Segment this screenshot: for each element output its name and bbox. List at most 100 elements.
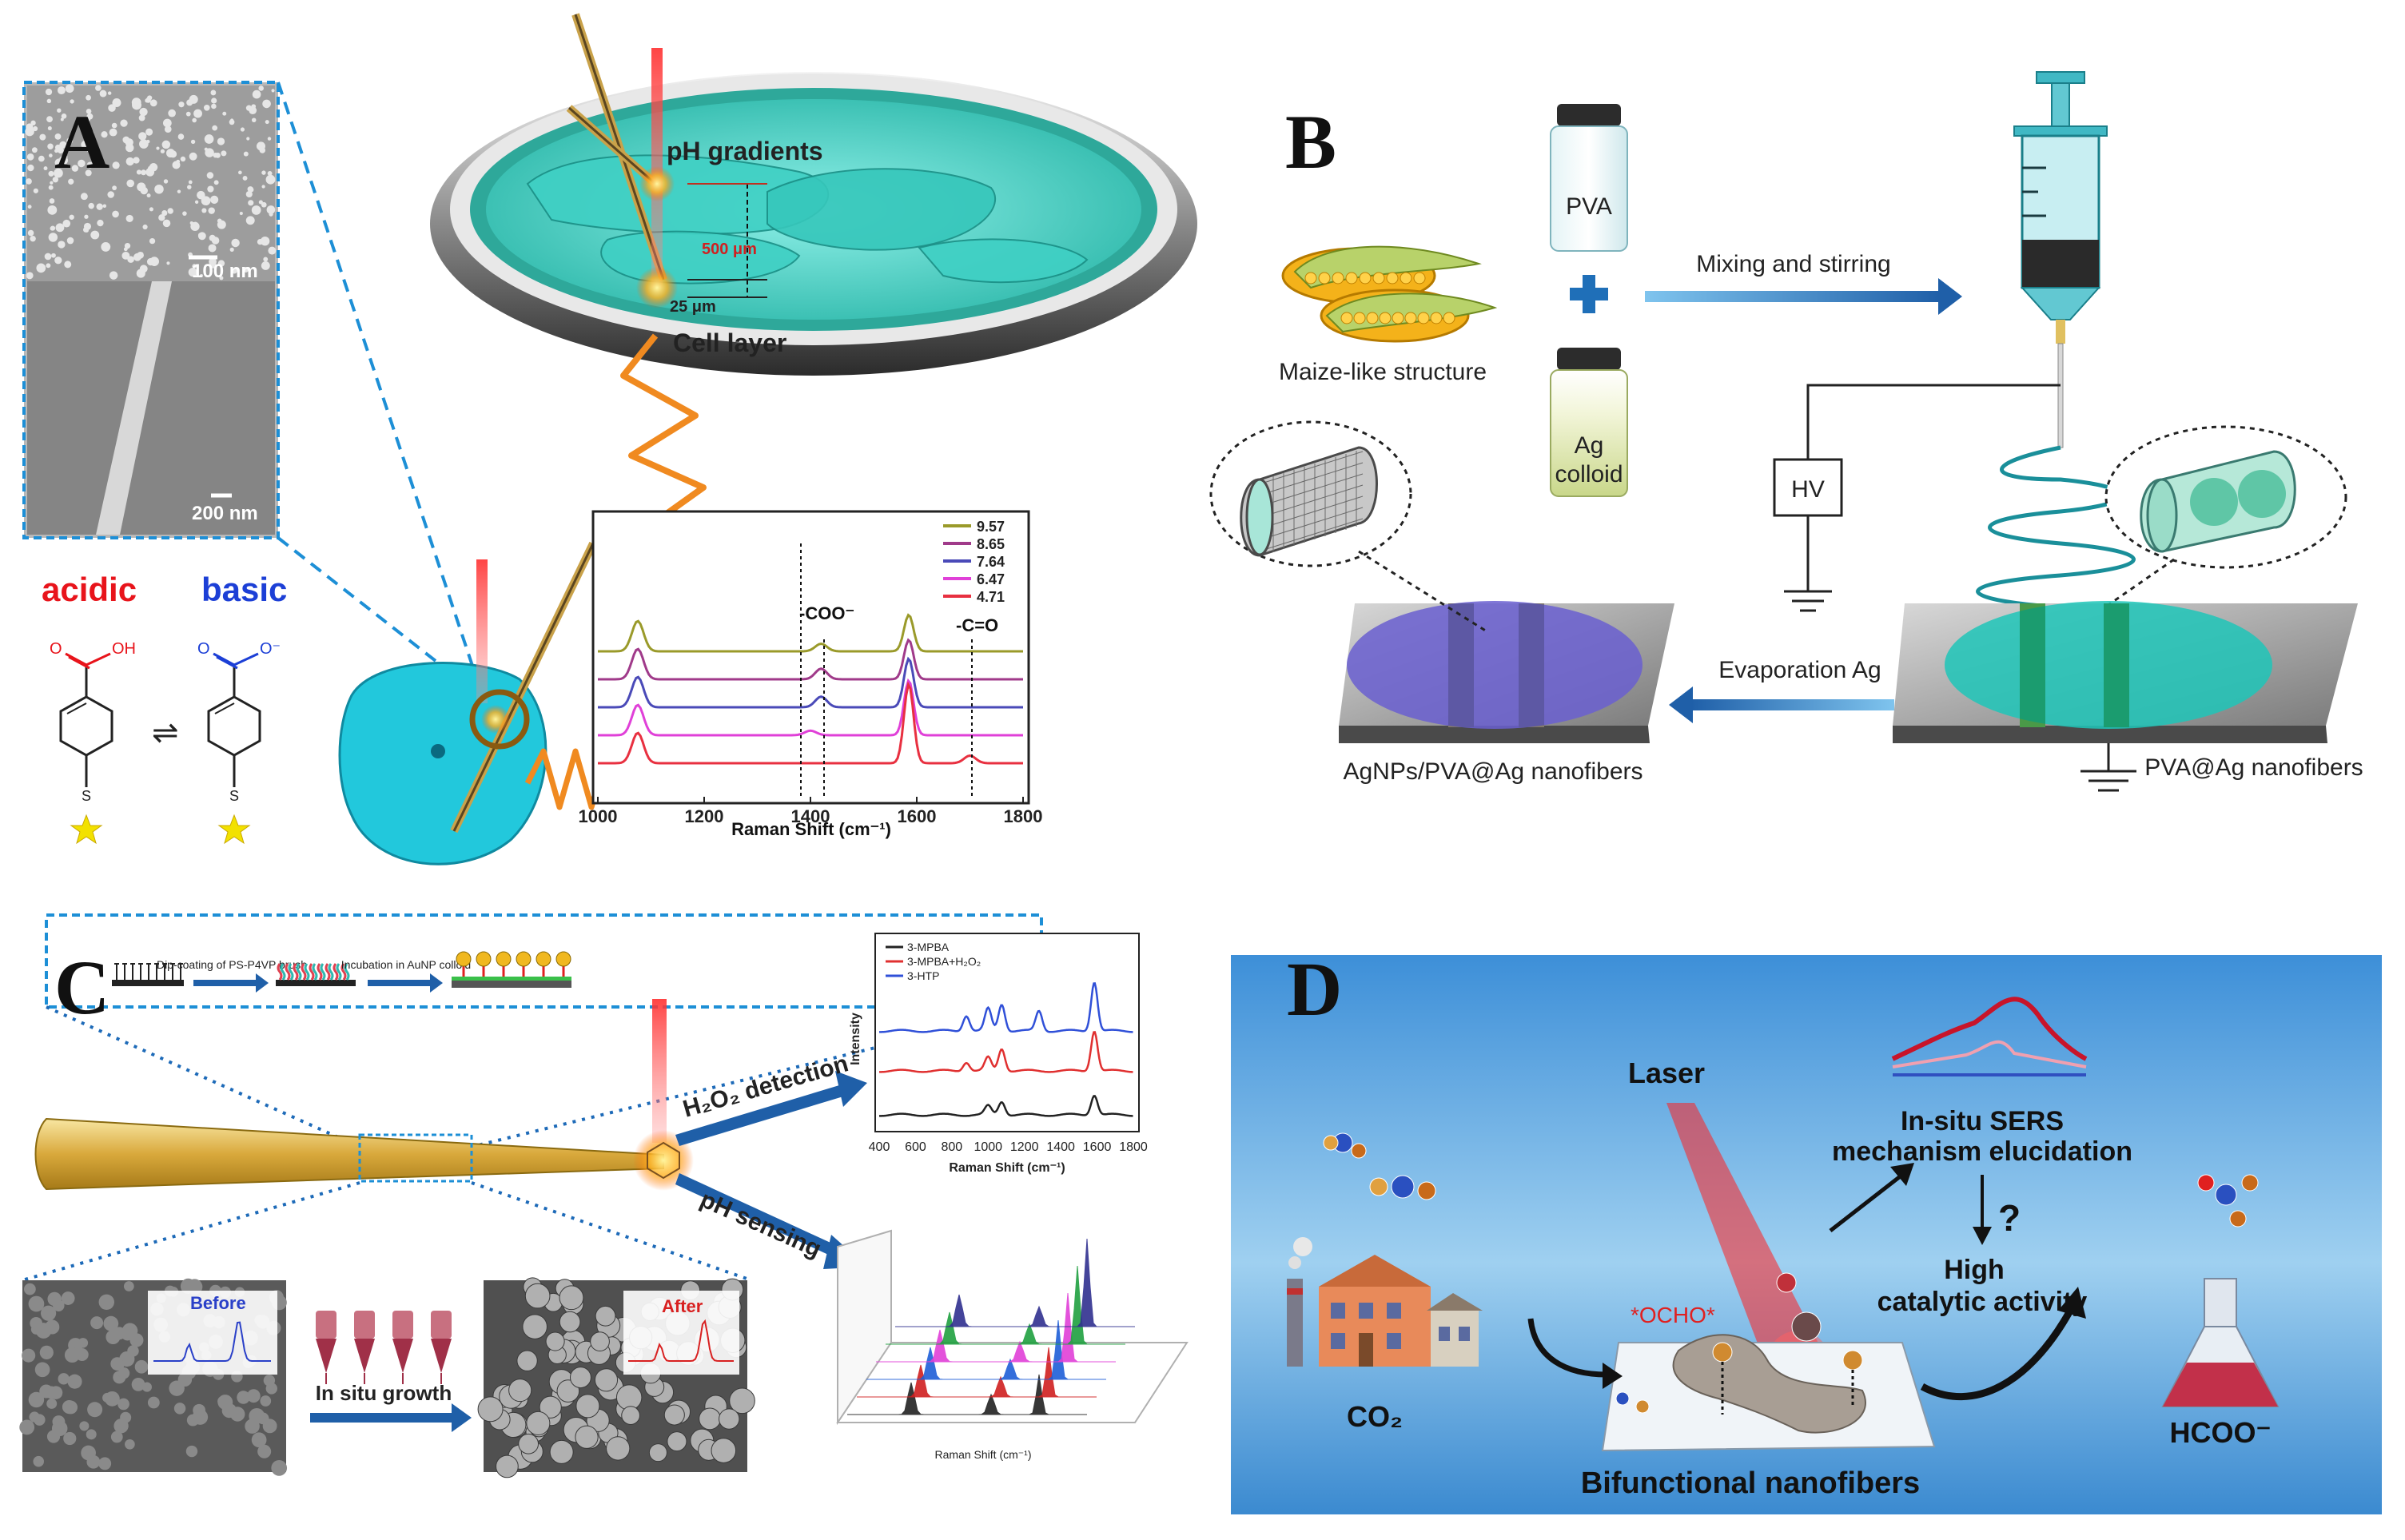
- right-collector: [1893, 601, 2358, 792]
- x-tick-label: 1000: [579, 806, 618, 826]
- x-tick-label: 1800: [1119, 1140, 1148, 1154]
- waterfall-plot: Raman Shift (cm⁻¹): [836, 1229, 1189, 1461]
- left-product-label: AgNPs/PVA@Ag nanofibers: [1343, 758, 1642, 785]
- mixing-label: Mixing and stirring: [1696, 251, 1890, 277]
- right-product-label: PVA@Ag nanofibers: [2144, 754, 2363, 781]
- atom: [1615, 1391, 1630, 1406]
- peak-coo-label: -COO⁻: [799, 603, 854, 623]
- atom: [2229, 1210, 2247, 1228]
- ag-colloid-label-2: colloid: [1555, 461, 1623, 487]
- ag-colloid-vial: Ag colloid: [1550, 348, 1628, 497]
- legend-label: 4.71: [977, 589, 1005, 605]
- bifunctional-label: Bifunctional nanofibers: [1581, 1466, 1920, 1500]
- question-mark: ?: [1998, 1197, 2021, 1239]
- series-7.64: [598, 656, 1023, 709]
- step2-arrow: [368, 973, 443, 993]
- x-tick-label: 800: [942, 1140, 963, 1154]
- equilibrium-arrows: ⇌: [152, 715, 179, 750]
- step2-label: Incubation in AuNP colloid: [341, 958, 471, 971]
- acidic-o-label: O: [50, 640, 62, 658]
- molecules: acidic basic O OH S ⇌ O O⁻ S: [42, 571, 287, 845]
- atom: [1351, 1143, 1367, 1159]
- plus-icon: [1570, 275, 1608, 313]
- sem-before: Before: [19, 1278, 288, 1476]
- chart-c-xlabel: Raman Shift (cm⁻¹): [949, 1161, 1065, 1175]
- growth-label: In situ growth: [316, 1381, 452, 1405]
- mixing-arrow: [1645, 278, 1962, 315]
- after-label: After: [662, 1296, 703, 1316]
- acidic-oh-label: OH: [112, 640, 136, 658]
- ocho-label: *OCHO*: [1631, 1303, 1715, 1327]
- pva-label: PVA: [1566, 193, 1612, 220]
- flask-icon: [2161, 1278, 2280, 1407]
- dist-500-label: 500 μm: [702, 241, 757, 258]
- aunp-substrate: [452, 951, 571, 988]
- x-tick-label: 1400: [791, 806, 830, 826]
- peak-co-label: -C=O: [956, 615, 998, 635]
- pva-fiber-zoom: [2069, 425, 2347, 633]
- laser-beam: [1666, 1103, 1826, 1367]
- x-tick-label: 600: [905, 1140, 926, 1154]
- sem-bottom-scale: 200 nm: [192, 503, 258, 524]
- high-label-2: catalytic activity: [1877, 1287, 2088, 1317]
- basic-ominus-label: O⁻: [260, 640, 281, 658]
- maize-image: [1281, 245, 1498, 343]
- hv-circuit: [1773, 384, 2061, 612]
- electrospun-fiber: [1976, 445, 2136, 610]
- cell-layer-label: Cell layer: [673, 328, 786, 357]
- gold-nanotip: [34, 999, 694, 1191]
- insitu-label-1: In-situ SERS: [1901, 1106, 2064, 1136]
- basic-label: basic: [201, 571, 287, 608]
- bare-substrate: [112, 963, 184, 986]
- waterfall-trace: [876, 1292, 1116, 1363]
- waterfall-trace: [847, 1374, 1087, 1415]
- acidic-s-label: S: [82, 788, 91, 804]
- ph-gradients-label: pH gradients: [667, 137, 823, 165]
- zoom-dot-4: [471, 1181, 752, 1282]
- atom: [1635, 1399, 1650, 1414]
- waterfall-trace: [866, 1319, 1106, 1380]
- waterfall-trace: [857, 1347, 1097, 1398]
- atom: [1323, 1135, 1339, 1151]
- panel-a-letter: A: [54, 99, 109, 185]
- atom: [1391, 1175, 1415, 1199]
- panel-a: 100 nm 200 nm A: [22, 13, 1197, 866]
- maize-label: Maize-like structure: [1279, 359, 1487, 385]
- atom: [1369, 1177, 1388, 1196]
- ag-colloid-label-1: Ag: [1575, 432, 1604, 459]
- atom: [1712, 1342, 1733, 1363]
- panel-c: C Dip-coating of PS-P4VP brush Incubatio…: [19, 913, 1189, 1478]
- sem-after: After: [477, 1277, 755, 1478]
- panel-b: B Maize-like structure PVA Ag colloid: [1209, 71, 2363, 792]
- vials-and-arrow: [310, 1311, 472, 1432]
- before-label: Before: [190, 1293, 246, 1313]
- x-tick-label: 1600: [898, 806, 937, 826]
- panel-b-letter: B: [1285, 99, 1336, 185]
- sers-trace-red: [1891, 997, 2088, 1061]
- evaporation-label: Evaporation Ag: [1718, 657, 1881, 683]
- legend-label: 9.57: [977, 519, 1005, 535]
- x-tick-label: 1400: [1046, 1140, 1075, 1154]
- atom: [1842, 1350, 1863, 1371]
- x-tick-label: 400: [869, 1140, 890, 1154]
- panel-d: D In-situ SERS mechanism elucidation ? H…: [1231, 946, 2382, 1514]
- series-c-1: [879, 1031, 1133, 1073]
- sem-image: 100 nm 200 nm A: [22, 81, 280, 539]
- x-tick-label: 1800: [1004, 806, 1043, 826]
- atom: [1776, 1272, 1797, 1293]
- pva-vial: PVA: [1550, 104, 1628, 252]
- syringe: [2013, 71, 2108, 448]
- atom: [2215, 1184, 2237, 1206]
- h2o2-arrow: [675, 1071, 867, 1146]
- ph-sensing-label: pH sensing: [696, 1186, 825, 1263]
- hcoo-label: HCOO⁻: [2169, 1416, 2271, 1449]
- series-4.71: [598, 681, 1023, 765]
- cell-probe: [338, 541, 627, 866]
- legend-label: 7.64: [977, 554, 1005, 570]
- basic-s-label: S: [229, 788, 239, 804]
- factory-icon: [1287, 1237, 1483, 1367]
- step1-label: Dip-coating of PS-P4VP brush: [157, 958, 307, 971]
